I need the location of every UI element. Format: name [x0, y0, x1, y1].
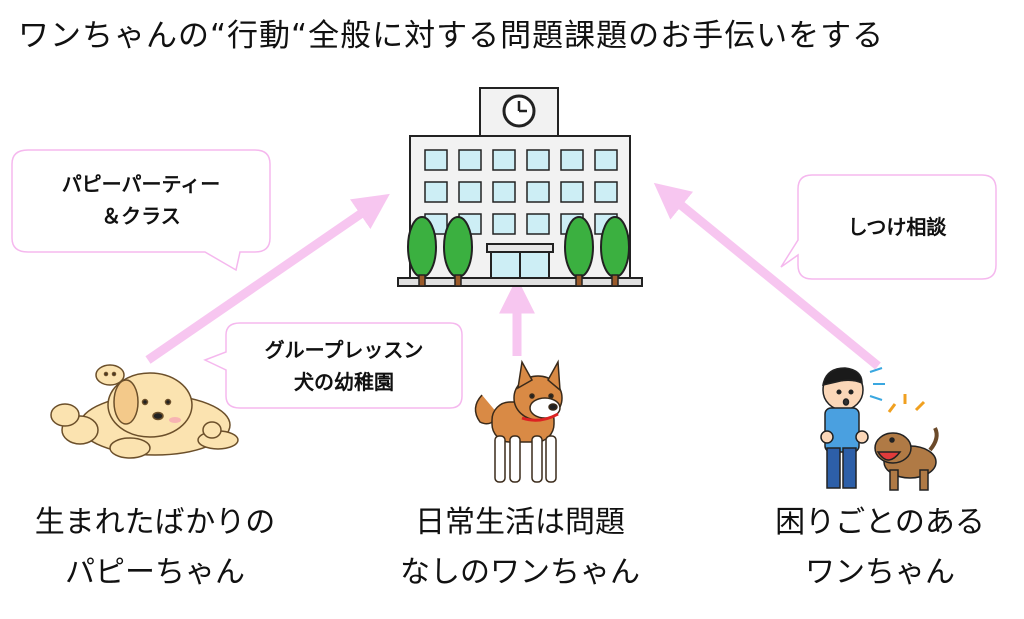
bubble-middle — [203, 322, 463, 409]
bubble-middle-text: グループレッスン 犬の幼稚園 — [226, 334, 462, 398]
caption-center-line2: なしのワンちゃん — [400, 555, 640, 590]
bubble-right-text: しつけ相談 — [798, 211, 996, 243]
bubble-left-line2: ＆クラス — [101, 204, 181, 228]
bubble-left — [11, 149, 271, 272]
caption-left-line2: パピーちゃん — [65, 555, 245, 590]
bubble-left-line1: パピーパーティー — [61, 172, 221, 196]
bubble-left-text: パピーパーティー ＆クラス — [12, 168, 270, 232]
arrow-left — [145, 193, 390, 364]
page-title: ワンちゃんの“行動“全般に対する問題課題のお手伝いをする — [18, 18, 885, 54]
clock-icon — [502, 94, 536, 128]
bubble-right-line1: しつけ相談 — [847, 215, 947, 239]
caption-left-line1: 生まれたばかりの — [34, 505, 276, 540]
caption-center-line1: 日常生活は問題 — [415, 505, 625, 540]
bubble-middle-line1: グループレッスン — [264, 338, 424, 362]
school-building-icon — [397, 87, 643, 287]
caption-right: 困りごとのある ワンちゃん — [745, 498, 1015, 598]
caption-right-line1: 困りごとのある — [775, 505, 985, 540]
bubble-right — [780, 174, 997, 280]
bubble-middle-line2: 犬の幼稚園 — [294, 370, 394, 394]
puppies-icon — [50, 364, 239, 459]
shiba-dog-icon — [474, 359, 563, 483]
barking-dog-and-man-icon — [820, 367, 939, 491]
caption-center: 日常生活は問題 なしのワンちゃん — [370, 498, 670, 598]
arrow-right — [653, 182, 881, 370]
caption-right-line2: ワンちゃん — [805, 555, 955, 590]
caption-left: 生まれたばかりの パピーちゃん — [20, 498, 290, 598]
